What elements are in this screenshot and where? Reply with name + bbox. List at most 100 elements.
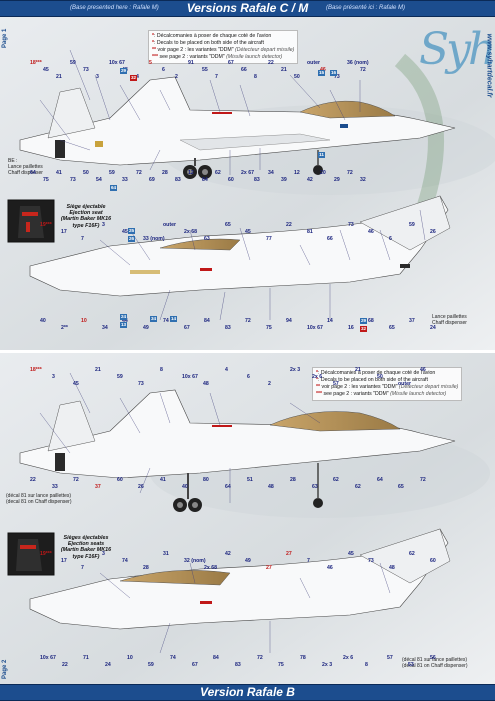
callout-number: 63 bbox=[312, 484, 318, 490]
callout-number: 3 bbox=[96, 74, 99, 80]
legend-row: ** voir page 2 : les variantes "DDM" (Dé… bbox=[316, 384, 459, 390]
rafale-b-upper-view bbox=[29, 528, 451, 630]
callout-number: 73 bbox=[138, 381, 144, 387]
callout-number: 78 bbox=[300, 655, 306, 661]
callout-number: outer bbox=[307, 60, 320, 66]
callout-number: 3 bbox=[102, 551, 105, 557]
callout-number: 4 bbox=[225, 367, 228, 373]
callout-number: 2x 3 bbox=[290, 367, 301, 373]
callout-number: 73 bbox=[70, 177, 76, 183]
callout-number: 74 bbox=[122, 558, 128, 564]
decal-badge: 29 bbox=[360, 318, 367, 324]
callout-number: 72 bbox=[136, 170, 142, 176]
callout-number: 48 bbox=[203, 381, 209, 387]
callout-number: 28 bbox=[162, 170, 168, 176]
callout-number: 7 bbox=[307, 558, 310, 564]
callout-number: 10x 67 bbox=[40, 655, 56, 661]
decal-badge: 24 bbox=[120, 314, 127, 320]
seat-line: (Martin Baker MK16 bbox=[60, 547, 112, 554]
legend-row: *: Décalcomanies à poser de chaque coté … bbox=[152, 33, 272, 39]
callout-number: 45 bbox=[245, 229, 251, 235]
callout-number: 60 bbox=[117, 477, 123, 483]
callout-number: 75 bbox=[278, 662, 284, 668]
callout-number: 65 bbox=[398, 484, 404, 490]
callout-number: 24 bbox=[105, 662, 111, 668]
callout-number: 81 bbox=[307, 229, 313, 235]
page-label: Page 2 bbox=[2, 659, 8, 679]
callout-number: 34 bbox=[102, 325, 108, 331]
page-label: Page 1 bbox=[2, 28, 8, 48]
callout-number: 74 bbox=[163, 318, 169, 324]
seat-line: Ejection seats bbox=[67, 541, 105, 548]
callout-number: 73 bbox=[83, 67, 89, 73]
callout-number: 73 bbox=[348, 222, 354, 228]
page-2-banner: Version Rafale B bbox=[0, 684, 495, 701]
callout-number: 67 bbox=[184, 325, 190, 331]
callout-number: 26 bbox=[430, 229, 436, 235]
decal-badge: 11 bbox=[318, 152, 325, 158]
callout-number: 94 bbox=[286, 318, 292, 324]
callout-number: 42 bbox=[225, 551, 231, 557]
callout-number: 36 (nom) bbox=[347, 60, 369, 66]
decal-badge: 26 bbox=[128, 236, 135, 242]
callout-number: 22 bbox=[268, 60, 274, 66]
callout-number: 22 bbox=[62, 662, 68, 668]
callout-number: 37 bbox=[409, 318, 415, 324]
callout-number: 73 bbox=[368, 558, 374, 564]
rafale-m-upper-view bbox=[29, 195, 451, 297]
legend-row: *: Decals to be placed on both side of t… bbox=[152, 40, 264, 46]
decal-badge: 64 bbox=[110, 185, 117, 191]
callout-number: 72 bbox=[257, 655, 263, 661]
legend-row: ** voir page 2 : les variantes "DDM" (Dé… bbox=[152, 47, 295, 53]
callout-number: 46 bbox=[420, 367, 426, 373]
callout-number: 65 bbox=[225, 222, 231, 228]
callout-number: 53 bbox=[408, 662, 414, 668]
decal-badge: 34 bbox=[150, 316, 157, 322]
callout-number: 21 bbox=[56, 74, 62, 80]
page-1: (Base presented here : Rafale M) Version… bbox=[0, 0, 495, 350]
callout-number: 26 bbox=[138, 484, 144, 490]
callout-number: 2x 6 bbox=[312, 374, 323, 380]
callout-number: 6 bbox=[162, 67, 165, 73]
callout-number: 64 bbox=[225, 484, 231, 490]
page-2-artwork bbox=[0, 353, 495, 685]
callout-number: 19*** bbox=[40, 222, 52, 228]
callout-number: 2x 67 bbox=[241, 170, 254, 176]
callout-number: 62 bbox=[409, 551, 415, 557]
callout-number: 33 bbox=[122, 177, 128, 183]
ejection-seat-photo bbox=[7, 199, 55, 243]
callout-number: 10x 67 bbox=[109, 60, 125, 66]
callout-number: 62 bbox=[355, 484, 361, 490]
callout-number: 80 bbox=[203, 477, 209, 483]
callout-number: 12 bbox=[294, 170, 300, 176]
callout-number: 10x 67 bbox=[182, 374, 198, 380]
callout-number: 59 bbox=[109, 170, 115, 176]
callout-number: outer bbox=[163, 222, 176, 228]
callout-number: 6 bbox=[247, 374, 250, 380]
callout-number: 27 bbox=[286, 551, 292, 557]
callout-number: 45 bbox=[122, 229, 128, 235]
callout-number: 18*** bbox=[30, 367, 42, 373]
banner-note-left: (Base presented here : Rafale M) bbox=[70, 5, 159, 11]
callout-number: 28 bbox=[290, 477, 296, 483]
callout-number: 5 bbox=[149, 60, 152, 66]
callout-number: 27 bbox=[266, 565, 272, 571]
callout-number: 84 bbox=[213, 655, 219, 661]
seat-caption: Sièges éjectables Ejection seats (Martin… bbox=[58, 535, 114, 560]
seat-line: type F16F) bbox=[72, 222, 100, 229]
callout-number: 2x 68 bbox=[204, 565, 217, 571]
seat-line: Siège éjectable bbox=[66, 204, 106, 210]
callout-number: 83 bbox=[175, 177, 181, 183]
callout-number: 21 bbox=[355, 367, 361, 373]
callout-number: 67 bbox=[192, 662, 198, 668]
callout-number: 41 bbox=[56, 170, 62, 176]
callout-number: 48 bbox=[389, 565, 395, 571]
seat-line: type F16F) bbox=[72, 553, 100, 560]
callout-number: 65 bbox=[389, 325, 395, 331]
callout-number: 48 bbox=[268, 484, 274, 490]
callout-number: 21 bbox=[95, 367, 101, 373]
callout-number: 19*** bbox=[40, 551, 52, 557]
callout-number: 68 bbox=[368, 318, 374, 324]
callout-number: 64 bbox=[30, 170, 36, 176]
callout-number: 31 bbox=[163, 551, 169, 557]
